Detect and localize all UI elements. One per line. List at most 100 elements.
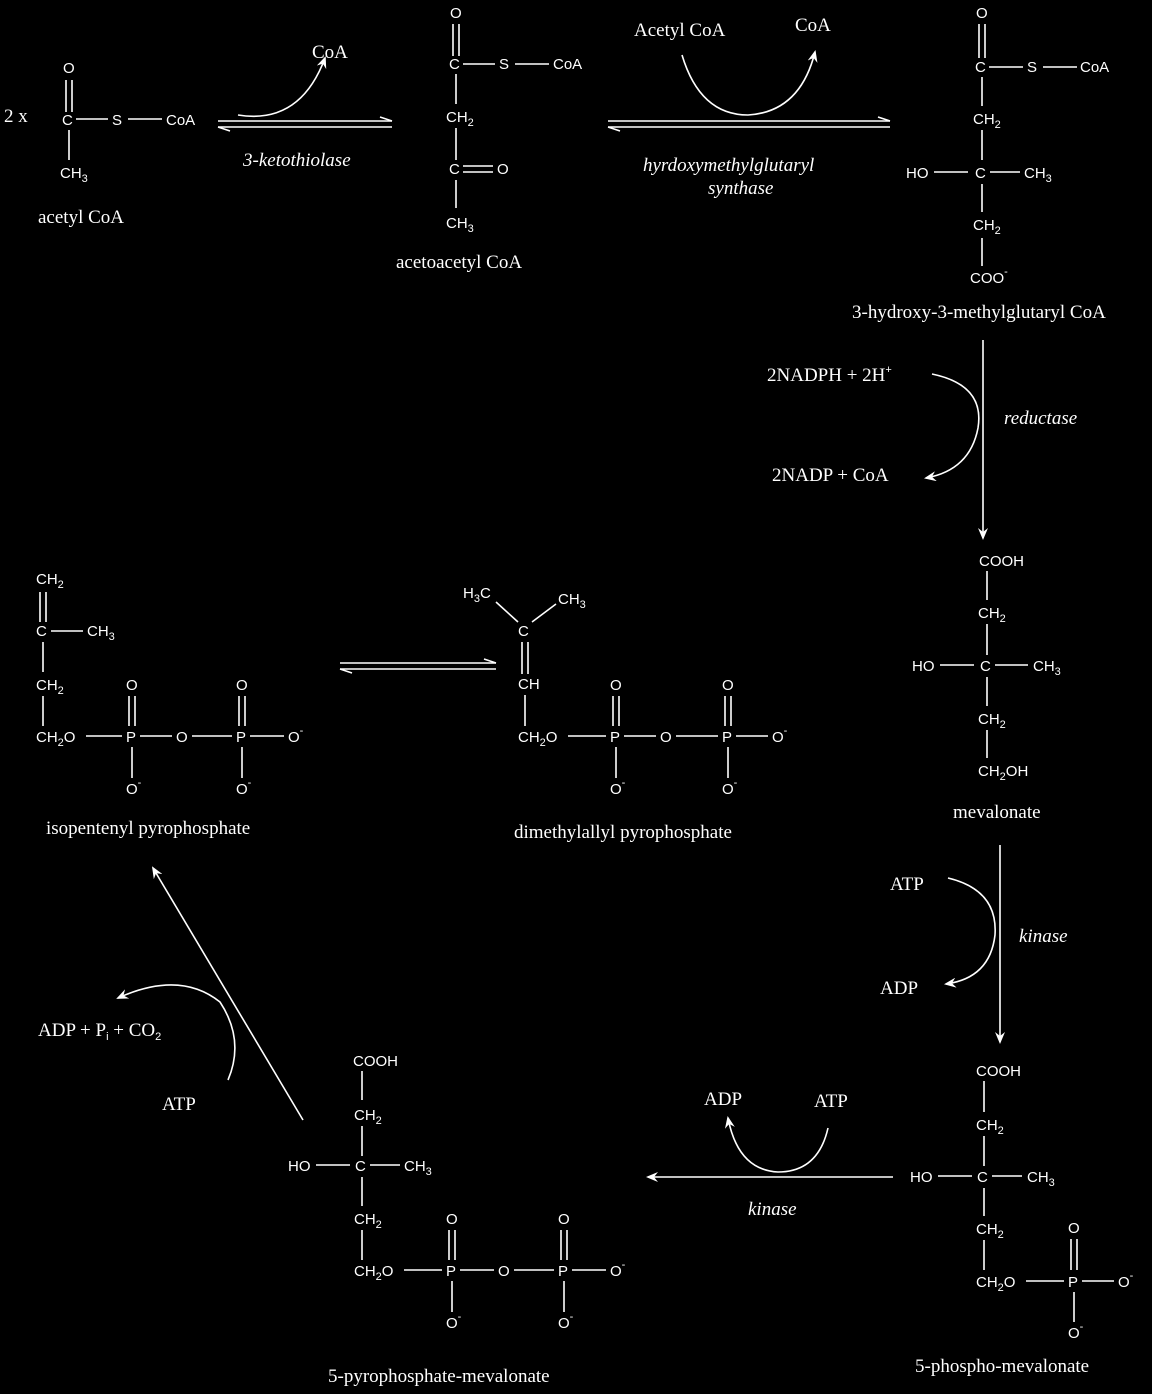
atom-CH2O: CH2O — [976, 1274, 1015, 1294]
diagonal-arrow — [151, 866, 304, 1121]
atom-O-minus: O- — [610, 1259, 626, 1280]
atom-O-minus: O- — [722, 777, 738, 798]
reverse-arrow-head — [339, 668, 353, 674]
atom-O: O — [497, 161, 509, 178]
reaction-1: CoA 3-ketothiolase — [217, 42, 393, 171]
atom-CH: CH — [518, 676, 540, 693]
forward-arrow-head — [877, 116, 891, 122]
atom-CH2OH: CH2OH — [978, 763, 1028, 783]
atom-O: O — [446, 1211, 458, 1228]
acetyl-coa-C: C — [62, 112, 73, 129]
acetoacetyl-coa-name: acetoacetyl CoA — [396, 252, 522, 273]
reaction-2: Acetyl CoA CoA hyrdoxymethylglutaryl syn… — [607, 15, 891, 199]
pyrophosphate-mevalonate-name: 5-pyrophosphate-mevalonate — [328, 1366, 550, 1387]
acetyl-coa-CoA: CoA — [166, 112, 195, 129]
atom-HO: HO — [910, 1169, 933, 1186]
atom-C: C — [36, 623, 47, 640]
atom-HO: HO — [906, 165, 929, 182]
atom-CH2: CH2 — [36, 677, 64, 697]
atom-O: O — [176, 729, 188, 746]
dimethylallyl-pp-structure: H3C CH3 C CH CH2O P O O P O O- O- O- dim… — [463, 585, 788, 843]
reaction-4: ATP ADP kinase — [880, 845, 1068, 1044]
atom-COO: COO- — [970, 266, 1008, 287]
acetyl-coa-S: S — [112, 112, 122, 129]
atom-O: O — [976, 5, 988, 22]
acetyl-coa-structure: 2 x O C S CoA CH3 acetyl CoA — [4, 60, 195, 228]
atom-CH3: CH3 — [87, 623, 115, 643]
bond — [495, 601, 519, 623]
atom-O-minus: O- — [1068, 1321, 1084, 1342]
atom-C: C — [977, 1169, 988, 1186]
pyrophosphate-mevalonate-structure: COOH CH2 HO C CH3 CH2 CH2O P O O P O O- … — [288, 1053, 626, 1387]
reaction-3: 2NADPH + 2H+ 2NADP + CoA reductase — [767, 340, 1077, 540]
atom-C: C — [449, 161, 460, 178]
isopentenyl-pp-structure: CH2 C CH3 CH2 CH2O P O O P O O- O- O- is… — [36, 571, 304, 839]
r4-enzyme: kinase — [1019, 926, 1068, 947]
atom-CH2: CH2 — [354, 1211, 382, 1231]
r2-enzyme-line2: synthase — [708, 178, 773, 199]
atom-CoA: CoA — [1080, 59, 1109, 76]
atom-O: O — [558, 1211, 570, 1228]
atom-O: O — [660, 729, 672, 746]
hmg-coa-name: 3-hydroxy-3-methylglutaryl CoA — [852, 302, 1106, 323]
atom-C: C — [975, 165, 986, 182]
r2-reactant: Acetyl CoA — [634, 20, 726, 41]
atom-CH3: CH3 — [1027, 1169, 1055, 1189]
atom-CH3: CH3 — [404, 1158, 432, 1178]
r1-enzyme: 3-ketothiolase — [242, 150, 351, 171]
atom-HO: HO — [912, 658, 935, 675]
atom-P: P — [610, 729, 620, 746]
atom-S: S — [1027, 59, 1037, 76]
acetyl-coa-multiplier: 2 x — [4, 106, 28, 127]
atom-S: S — [499, 56, 509, 73]
atom-O: O — [498, 1263, 510, 1280]
atom-O-minus: O- — [558, 1311, 574, 1332]
acetyl-coa-O: O — [63, 60, 75, 77]
acetyl-coa-name: acetyl CoA — [38, 207, 124, 228]
r3-enzyme: reductase — [1004, 408, 1077, 429]
atom-O-minus: O- — [288, 725, 304, 746]
atom-HO: HO — [288, 1158, 311, 1175]
atom-CH3: CH3 — [1024, 165, 1052, 185]
atom-O: O — [1068, 1220, 1080, 1237]
atom-CH2O: CH2O — [36, 729, 75, 749]
atom-C: C — [449, 56, 460, 73]
bond — [531, 603, 557, 623]
forward-arrow-head — [483, 658, 497, 664]
r2-enzyme-line1: hyrdoxymethylglutaryl — [643, 155, 814, 176]
phospho-mevalonate-name: 5-phospho-mevalonate — [915, 1356, 1089, 1377]
atom-C: C — [518, 623, 529, 640]
atp-curve-arrow — [944, 877, 996, 988]
atom-O-minus: O- — [772, 725, 788, 746]
hmg-coa-structure: O C S CoA CH2 HO C CH3 CH2 COO- 3-hydrox… — [852, 5, 1109, 323]
isomerization-equilibrium — [339, 658, 497, 674]
atom-O-minus: O- — [1118, 1270, 1134, 1291]
atom-CH2: CH2 — [976, 1221, 1004, 1241]
atom-H3C: H3C — [463, 585, 491, 605]
atom-O-minus: O- — [126, 777, 142, 798]
atp-curve-arrow — [724, 1116, 829, 1173]
atom-COOH: COOH — [976, 1063, 1021, 1080]
atom-CH2: CH2 — [36, 571, 64, 591]
atom-CH2: CH2 — [976, 1117, 1004, 1137]
atom-P: P — [236, 729, 246, 746]
r4-reactant: ATP — [890, 874, 924, 895]
atom-CH2: CH2 — [354, 1107, 382, 1127]
r4-product: ADP — [880, 978, 918, 999]
atom-P: P — [126, 729, 136, 746]
atom-CH2: CH2 — [973, 217, 1001, 237]
atom-O-minus: O- — [610, 777, 626, 798]
atom-COOH: COOH — [979, 553, 1024, 570]
r3-reactant: 2NADPH + 2H+ — [767, 364, 892, 386]
atom-O-minus: O- — [236, 777, 252, 798]
r5-enzyme: kinase — [748, 1199, 797, 1220]
atom-O: O — [722, 677, 734, 694]
atom-O: O — [236, 677, 248, 694]
mevalonate-structure: COOH CH2 HO C CH3 CH2 CH2OH mevalonate — [912, 553, 1061, 823]
r6-products: ADP + Pi + CO2 — [38, 1020, 161, 1043]
atom-CH2: CH2 — [978, 605, 1006, 625]
atp-curve-arrow — [116, 984, 236, 1081]
reverse-arrow-head — [607, 126, 621, 132]
